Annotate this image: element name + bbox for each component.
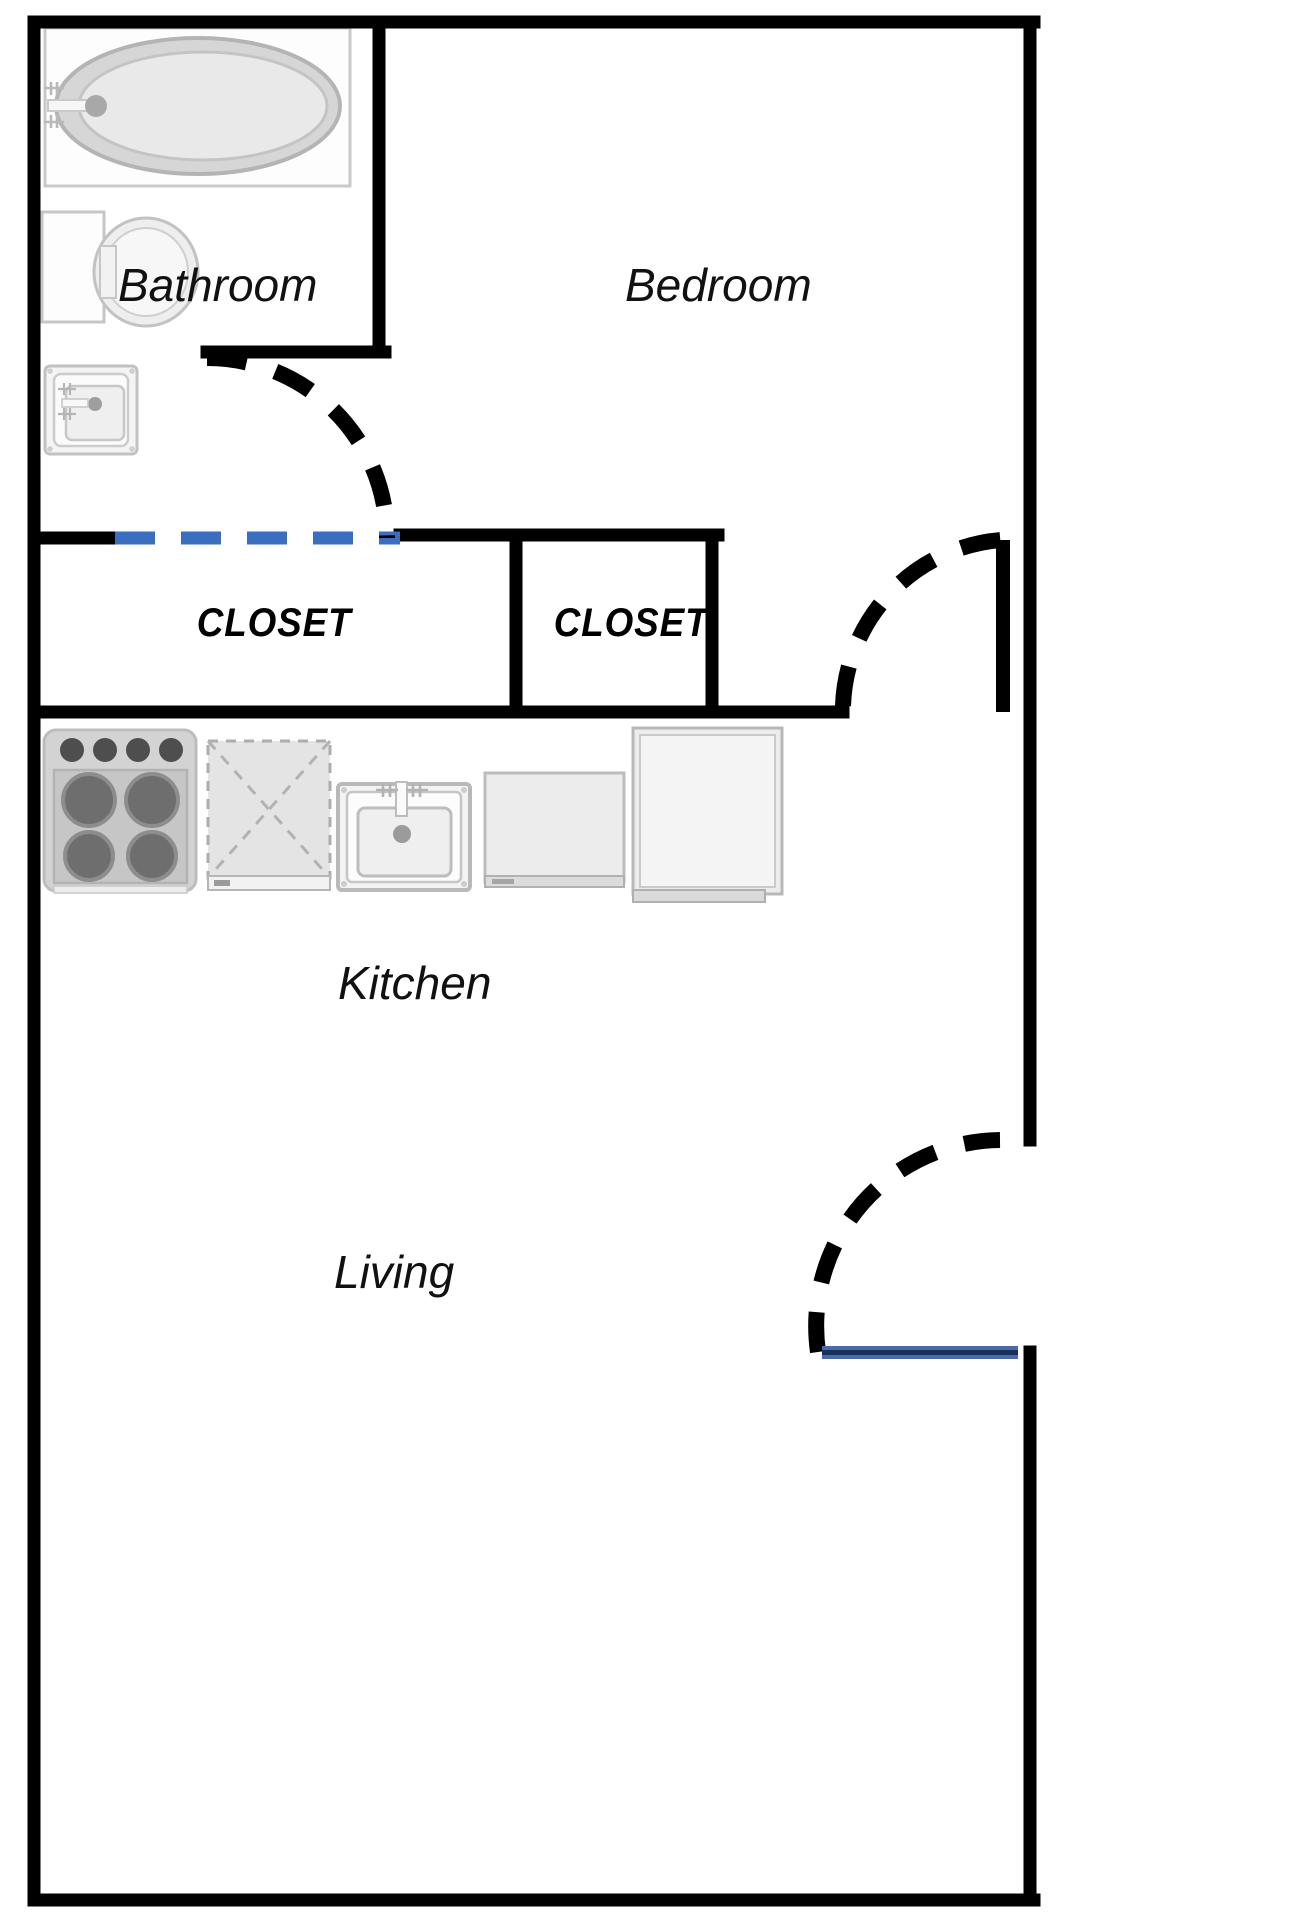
bedroom-door[interactable] bbox=[835, 532, 1010, 712]
room-label-kitchen: Kitchen bbox=[338, 957, 492, 1009]
room-label-closet-left: CLOSET bbox=[196, 601, 352, 645]
kitchen-counter-icon bbox=[483, 771, 626, 888]
refrigerator-icon bbox=[631, 726, 784, 903]
room-label-closet-right: CLOSET bbox=[553, 601, 709, 645]
closet-walls bbox=[27, 528, 850, 719]
bathroom-door-swing[interactable] bbox=[206, 350, 395, 539]
entry-door[interactable] bbox=[808, 1132, 1018, 1359]
dishwasher-icon bbox=[206, 739, 332, 891]
stove-range-icon bbox=[42, 728, 198, 894]
bathtub-icon bbox=[43, 26, 352, 188]
toilet-icon bbox=[40, 210, 200, 328]
room-label-living: Living bbox=[334, 1246, 455, 1298]
kitchen-sink-icon bbox=[336, 781, 472, 892]
bathroom-walls bbox=[200, 15, 392, 359]
room-label-bathroom: Bathroom bbox=[118, 259, 318, 311]
room-label-bedroom: Bedroom bbox=[625, 259, 812, 311]
bathroom-sink-icon bbox=[43, 364, 139, 456]
exterior-walls bbox=[27, 15, 1041, 1907]
